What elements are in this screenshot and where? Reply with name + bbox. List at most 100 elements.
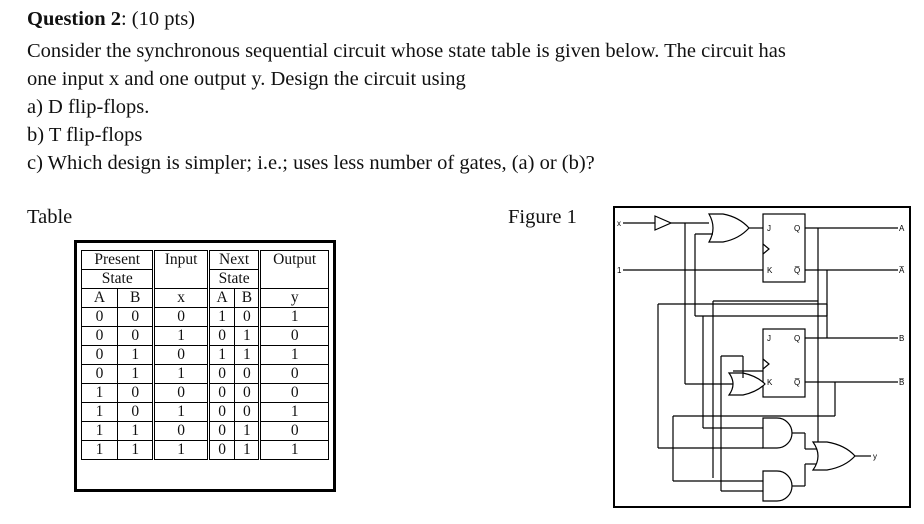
table-cell: 0: [153, 307, 210, 327]
sub-b: B: [116, 288, 156, 308]
fig-out-abar: A̅: [899, 266, 905, 275]
table-cell: 0: [259, 421, 329, 441]
sub-next-a: A: [207, 288, 236, 308]
or-gate-b: [727, 372, 766, 396]
table-cell: 1: [153, 364, 210, 384]
ffb-k: K: [767, 378, 773, 387]
circuit-figure: x 1 J K Q Q̅ J K Q Q̅ A A̅ B B̅ y: [613, 206, 911, 508]
table-cell: 1: [259, 440, 329, 460]
table-cell: 0: [153, 383, 210, 403]
table-cell: 1: [259, 402, 329, 422]
ffa-j: J: [767, 224, 771, 233]
buffer-gate: [654, 215, 673, 231]
table-cell: 0: [234, 383, 262, 403]
header-next: Next: [207, 250, 262, 270]
header-present: Present: [80, 250, 156, 270]
table-cell: 1: [259, 307, 329, 327]
ffb-j: J: [767, 334, 771, 343]
table-cell: 0: [116, 383, 156, 403]
figure-caption: Figure 1: [508, 206, 577, 228]
ffb-q: Q: [794, 334, 800, 343]
fig-out-bbar: B̅: [899, 378, 905, 387]
question-text-line-1: Consider the synchronous sequential circ…: [27, 40, 786, 62]
ffb-qbar: Q̅: [794, 378, 800, 387]
table-cell: 0: [153, 345, 210, 365]
part-c: c) Which design is simpler; i.e.; uses l…: [27, 152, 595, 174]
table-cell: 0: [207, 326, 236, 346]
table-cell: 1: [81, 402, 118, 422]
table-cell: 0: [234, 364, 262, 384]
fig-out-b: B: [899, 334, 904, 343]
and-gate-top: [762, 417, 793, 449]
table-cell: 0: [234, 402, 262, 422]
table-cell: 0: [259, 364, 329, 384]
header-input: Input: [153, 250, 210, 289]
table-cell: 1: [116, 421, 156, 441]
question-title: Question 2: (10 pts): [27, 8, 195, 31]
table-cell: 1: [81, 440, 118, 460]
table-cell: 1: [153, 402, 210, 422]
table-cell: 1: [153, 326, 210, 346]
table-cell: 1: [234, 440, 262, 460]
table-cell: 0: [259, 383, 329, 403]
and-gate-bottom: [762, 470, 793, 502]
or-gate-y: [811, 441, 856, 471]
table-cell: 0: [116, 326, 156, 346]
state-table-frame: Present Input Next Output State State A …: [74, 240, 336, 492]
table-cell: 0: [207, 383, 236, 403]
question-points: : (10 pts): [120, 8, 196, 30]
table-cell: 1: [116, 345, 156, 365]
table-cell: 1: [116, 364, 156, 384]
table-cell: 0: [259, 326, 329, 346]
or-gate-a: [707, 213, 750, 243]
table-cell: 1: [153, 440, 210, 460]
table-cell: 1: [207, 307, 236, 327]
state-table: Present Input Next Output State State A …: [80, 250, 329, 460]
table-cell: 1: [259, 345, 329, 365]
part-a: a) D flip-flops.: [27, 96, 150, 118]
fig-out-a: A: [899, 224, 905, 233]
header-next-state: State: [207, 269, 262, 289]
ffa-qbar: Q̅: [794, 266, 800, 275]
fig-label-1: 1: [617, 266, 622, 275]
table-cell: 1: [234, 421, 262, 441]
figure-border: [613, 206, 911, 508]
ffa-k: K: [767, 266, 773, 275]
table-cell: 1: [116, 440, 156, 460]
question-text-line-2: one input x and one output y. Design the…: [27, 68, 466, 90]
table-cell: 1: [234, 345, 262, 365]
flip-flop-a: [762, 213, 806, 283]
sub-y: y: [259, 288, 329, 308]
table-cell: 0: [81, 307, 118, 327]
header-present-state: State: [80, 269, 156, 289]
sub-x: x: [153, 288, 210, 308]
table-caption: Table: [27, 206, 73, 228]
ffa-q: Q: [794, 224, 800, 233]
sub-next-b: B: [234, 288, 262, 308]
table-cell: 0: [153, 421, 210, 441]
table-cell: 0: [207, 364, 236, 384]
table-cell: 1: [234, 326, 262, 346]
table-cell: 0: [234, 307, 262, 327]
table-cell: 1: [207, 345, 236, 365]
table-cell: 0: [207, 421, 236, 441]
table-cell: 1: [81, 383, 118, 403]
table-cell: 0: [81, 345, 118, 365]
table-cell: 0: [81, 326, 118, 346]
question-number: Question 2: [27, 8, 121, 30]
part-b: b) T flip-flops: [27, 124, 143, 146]
table-cell: 0: [81, 364, 118, 384]
table-cell: 0: [207, 440, 236, 460]
fig-label-x: x: [617, 219, 621, 228]
table-cell: 0: [207, 402, 236, 422]
header-output: Output: [259, 250, 329, 289]
table-cell: 0: [116, 402, 156, 422]
